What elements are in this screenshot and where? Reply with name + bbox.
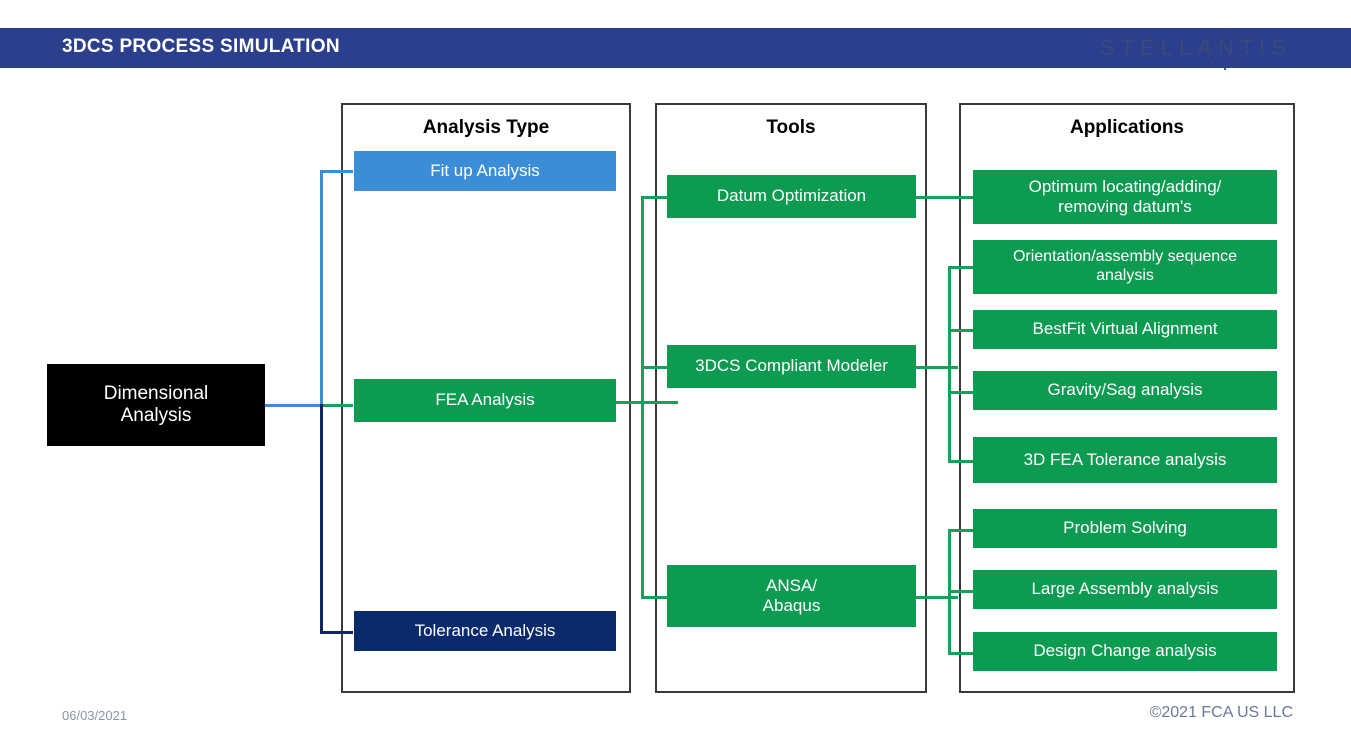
node-fea-analysis[interactable]: FEA Analysis [354,379,616,422]
connector-modeler-bracket-vertical [948,266,951,461]
node-fit-up-analysis[interactable]: Fit up Analysis [354,151,616,191]
connector-blue-vertical [320,170,323,406]
header-bar [0,28,1351,68]
node-large-assembly-analysis[interactable]: Large Assembly analysis [973,570,1277,609]
connector-to-bestfit-alignment [948,329,976,332]
connector-to-ansa-abaqus [641,596,672,599]
node-bestfit-virtual-alignment[interactable]: BestFit Virtual Alignment [973,310,1277,349]
connector-to-orientation-analysis [948,266,976,269]
connector-to-large-assembly [948,590,976,593]
column-title-tools: Tools [766,117,816,138]
node-ansa-abaqus[interactable]: ANSA/ Abaqus [667,565,916,627]
connector-to-3d-fea-tolerance [948,460,976,463]
connector-to-problem-solving [948,529,976,532]
node-label: 3DCS Compliant Modeler [695,356,888,376]
node-label: Tolerance Analysis [414,620,556,640]
connector-navy-to-tolerance [320,631,353,634]
node-label-line-2: Abaqus [762,596,821,615]
node-label: FEA Analysis [435,390,535,410]
connector-datum-to-optimum [916,196,976,199]
node-label-line-2: removing datum's [1058,197,1192,216]
node-label-line-1: ANSA/ [765,575,818,595]
stellantis-dots-icon [1053,36,1069,64]
connector-navy-vertical [320,404,323,631]
connector-fea-out [616,401,678,404]
node-label-line-2: analysis [1096,267,1154,284]
root-node-dimensional-analysis[interactable]: Dimensional Analysis [47,364,265,446]
node-label: BestFit Virtual Alignment [1032,319,1218,339]
node-gravity-sag-analysis[interactable]: Gravity/Sag analysis [973,371,1277,410]
node-optimum-locating[interactable]: Optimum locating/adding/ removing datum'… [973,170,1277,224]
footer-date: 06/03/2021 [62,708,128,723]
node-design-change-analysis[interactable]: Design Change analysis [973,632,1277,671]
connector-to-compliant-modeler [641,366,672,369]
node-tolerance-analysis[interactable]: Tolerance Analysis [354,611,616,651]
node-label: Gravity/Sag analysis [1047,380,1203,400]
connector-to-design-change [948,652,976,655]
connector-modeler-out [916,366,958,369]
stellantis-wordmark: STELLANTIS [1100,35,1293,60]
column-title-analysis-type: Analysis Type [422,117,550,138]
node-label: 3D FEA Tolerance analysis [1023,449,1227,469]
node-label-line-1: Orientation/assembly sequence [1012,248,1238,266]
root-node-line-2: Analysis [120,405,192,426]
connector-to-datum-optimization [641,196,672,199]
node-orientation-assembly-sequence[interactable]: Orientation/assembly sequence analysis [973,240,1277,294]
node-label: Design Change analysis [1033,641,1217,661]
node-label-line-1: Optimum locating/adding/ [1028,176,1222,196]
node-problem-solving[interactable]: Problem Solving [973,509,1277,548]
node-label: Large Assembly analysis [1031,579,1219,599]
connector-blue-to-fitup [320,170,353,173]
connector-root-stub-blue [265,404,320,407]
node-datum-optimization[interactable]: Datum Optimization [667,175,916,218]
connector-tools-bracket-vertical [641,196,644,599]
node-label: Fit up Analysis [430,160,540,180]
column-title-applications: Applications [1069,117,1184,138]
root-node-line-1: Dimensional [103,382,209,404]
node-label: Problem Solving [1063,518,1187,538]
node-3dcs-compliant-modeler[interactable]: 3DCS Compliant Modeler [667,345,916,388]
page-title: 3DCS PROCESS SIMULATION [62,36,340,57]
connector-to-gravity-sag [948,391,976,394]
footer-copyright: ©2021 FCA US LLC [1149,704,1293,721]
stellantis-logo: STELLANTIS [1050,26,1310,72]
node-3d-fea-tolerance-analysis[interactable]: 3D FEA Tolerance analysis [973,437,1277,483]
node-label: Datum Optimization [716,186,867,206]
connector-ansa-out [916,596,958,599]
